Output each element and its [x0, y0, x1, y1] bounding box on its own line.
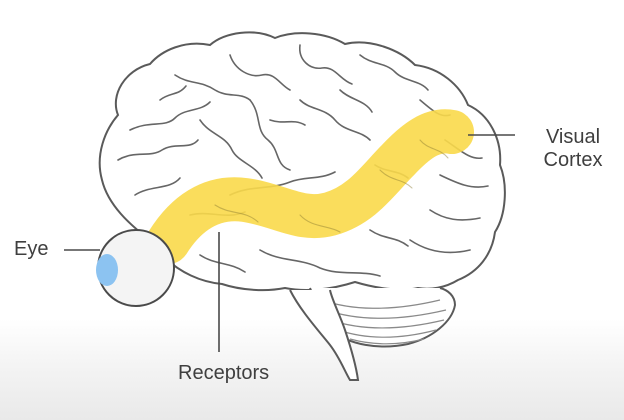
visual-cortex-label-line1: Visual: [545, 126, 601, 148]
eyeball-icon: [96, 229, 175, 307]
visual-cortex-label-line2: Cortex: [543, 149, 603, 171]
eye-label: Eye: [14, 238, 49, 260]
receptors-label: Receptors: [178, 362, 270, 384]
visual-pathway: [146, 109, 474, 264]
visual-cortex-label: Visual Cortex: [538, 126, 608, 172]
brain-stem: [289, 289, 360, 381]
